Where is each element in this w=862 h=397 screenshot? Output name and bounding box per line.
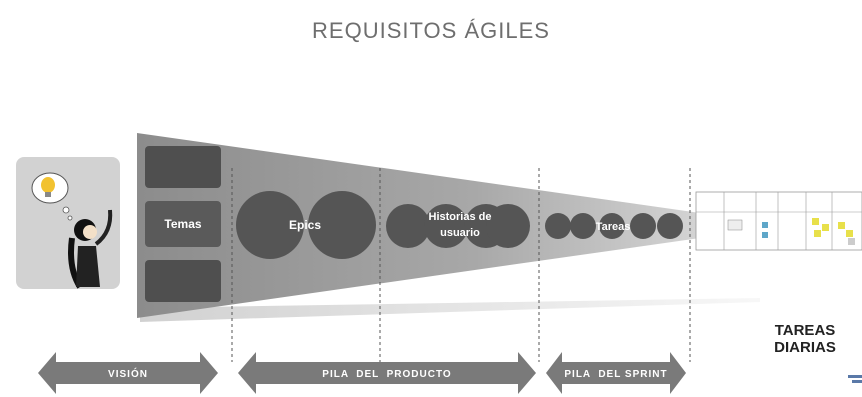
vision-arrow bbox=[38, 352, 218, 394]
task-board-image bbox=[695, 191, 862, 251]
theme-box bbox=[145, 201, 221, 247]
daily-tasks-icon bbox=[848, 375, 862, 383]
daily-tasks-line2: DIARIAS bbox=[774, 339, 836, 356]
theme-box bbox=[145, 146, 221, 188]
vision-image bbox=[16, 157, 120, 289]
vision-arrow-label: VISIÓN bbox=[108, 367, 148, 380]
epics-label: Epics bbox=[289, 218, 321, 232]
story-circle bbox=[424, 204, 468, 248]
task-circle bbox=[630, 213, 656, 239]
task-circle bbox=[657, 213, 683, 239]
epic-circle bbox=[308, 191, 376, 259]
daily-tasks-label: TAREAS DIARIAS bbox=[760, 322, 850, 356]
historias-label-line2: usuario bbox=[440, 227, 480, 239]
tareas-label: Tareas bbox=[596, 221, 631, 233]
task-circle bbox=[570, 213, 596, 239]
product-backlog-arrow bbox=[238, 352, 536, 394]
temas-label: Temas bbox=[164, 217, 201, 231]
historias-label-line1: Historias de bbox=[429, 211, 492, 223]
epic-circle bbox=[236, 191, 304, 259]
product-backlog-arrow-label: PILA DEL PRODUCTO bbox=[322, 369, 451, 380]
page-title: REQUISITOS ÁGILES bbox=[312, 18, 550, 43]
theme-box bbox=[145, 260, 221, 302]
thinking-person-icon bbox=[31, 172, 113, 289]
sprint-backlog-arrow-label: PILA DEL SPRINT bbox=[564, 369, 667, 380]
story-circle bbox=[386, 204, 430, 248]
task-circle bbox=[599, 213, 625, 239]
story-circle bbox=[486, 204, 530, 248]
phase-separators bbox=[231, 168, 691, 362]
sprint-backlog-arrow bbox=[546, 352, 686, 394]
task-circle bbox=[545, 213, 571, 239]
daily-tasks-line1: TAREAS bbox=[774, 322, 836, 339]
cone-shadow bbox=[140, 298, 760, 322]
